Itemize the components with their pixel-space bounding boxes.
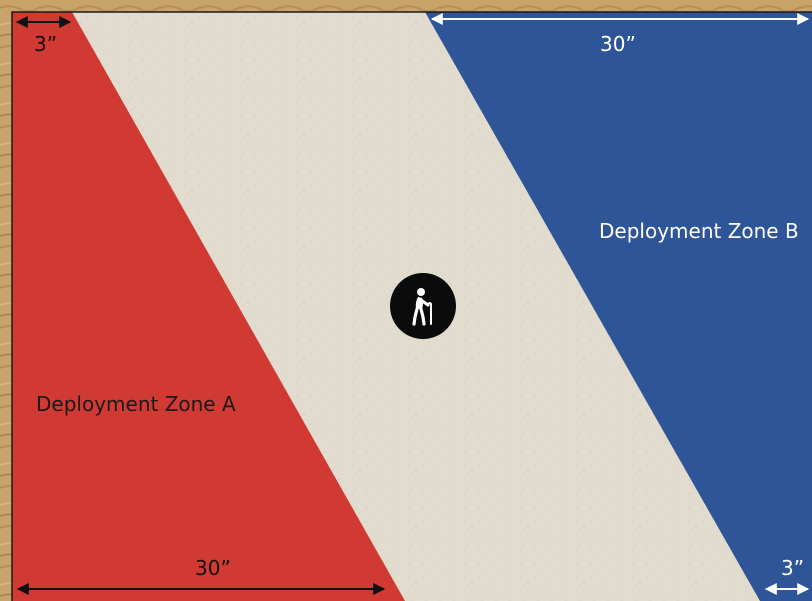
top-right-measurement: 30” [600, 32, 636, 56]
deployment-zone-a-label: Deployment Zone A [36, 392, 236, 416]
elderly-person-with-cane-icon [412, 288, 432, 326]
deployment-zone-a-area [12, 12, 405, 601]
bottom-right-measurement: 3” [781, 556, 805, 580]
deployment-zone-b-area [425, 12, 812, 601]
bottom-left-measurement: 30” [195, 556, 231, 580]
center-objective-marker[interactable] [390, 273, 456, 339]
top-left-measurement: 3” [34, 32, 58, 56]
deployment-zone-b-label: Deployment Zone B [599, 219, 799, 243]
board-edge [11, 11, 812, 601]
